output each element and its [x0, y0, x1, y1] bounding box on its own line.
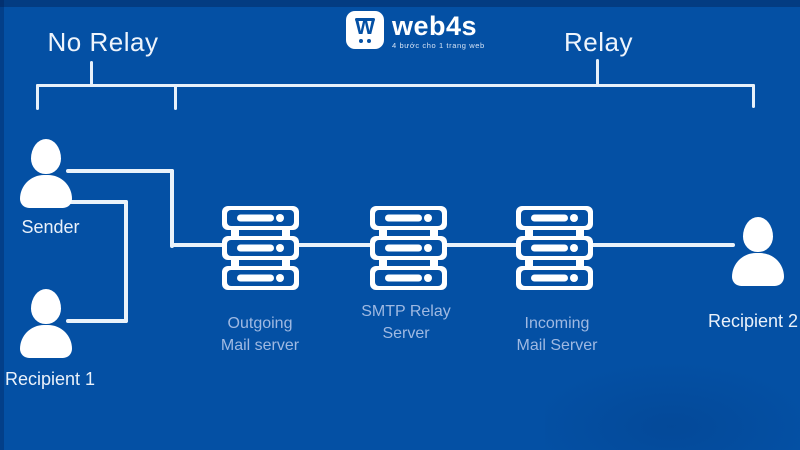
logo-text: web4s 4 bước cho 1 trang web [392, 12, 485, 50]
relay-label: Relay [564, 27, 633, 57]
outgoing-mail-server-label: Outgoing Mail server [220, 315, 300, 354]
sender-person-icon [20, 139, 72, 208]
logo-cart-handle [355, 18, 375, 21]
incoming-mail-server-label: Incoming Mail Server [516, 315, 598, 354]
sender-to-recipient1-line-h1 [66, 200, 128, 204]
sender-to-recipient1-line-h2 [66, 319, 128, 323]
watermark-blob [545, 355, 800, 450]
sender-to-servers-line-h1 [66, 169, 174, 173]
logo-w-letter: W [355, 16, 375, 39]
sender-to-recipient1-line-v [124, 200, 128, 323]
recipient2-person-icon [732, 217, 784, 286]
logo-cart-wheel-icon [359, 39, 363, 43]
relay-pointer-tick [596, 59, 599, 85]
smtp-relay-server-label: SMTP Relay Server [361, 303, 451, 342]
bracket-left-tick [36, 84, 39, 110]
left-edge-shade [0, 0, 4, 450]
brand-name: web4s [392, 11, 478, 41]
brand-tagline: 4 bước cho 1 trang web [392, 41, 485, 50]
recipient1-label: Recipient 1 [4, 369, 96, 389]
top-edge-shade [0, 0, 800, 7]
logo-cart-wheel-icon [367, 39, 371, 43]
sender-to-servers-line-v [170, 169, 174, 248]
bracket-divider-tick [174, 84, 177, 110]
server-chain-line [170, 243, 735, 247]
web4s-logo: W web4s 4 bước cho 1 trang web [346, 11, 485, 50]
smtp-relay-server-icon [370, 206, 447, 290]
bracket-right-tick [752, 84, 755, 108]
no-relay-pointer-tick [90, 61, 93, 85]
bracket-span-line [36, 84, 755, 87]
recipient1-person-icon [20, 289, 72, 358]
incoming-mail-server-icon [516, 206, 593, 290]
no-relay-label: No Relay [47, 27, 159, 57]
recipient2-label: Recipient 2 [707, 311, 799, 331]
sender-label: Sender [21, 217, 80, 237]
outgoing-mail-server-icon [222, 206, 299, 290]
web4s-logo-icon: W [346, 11, 384, 49]
